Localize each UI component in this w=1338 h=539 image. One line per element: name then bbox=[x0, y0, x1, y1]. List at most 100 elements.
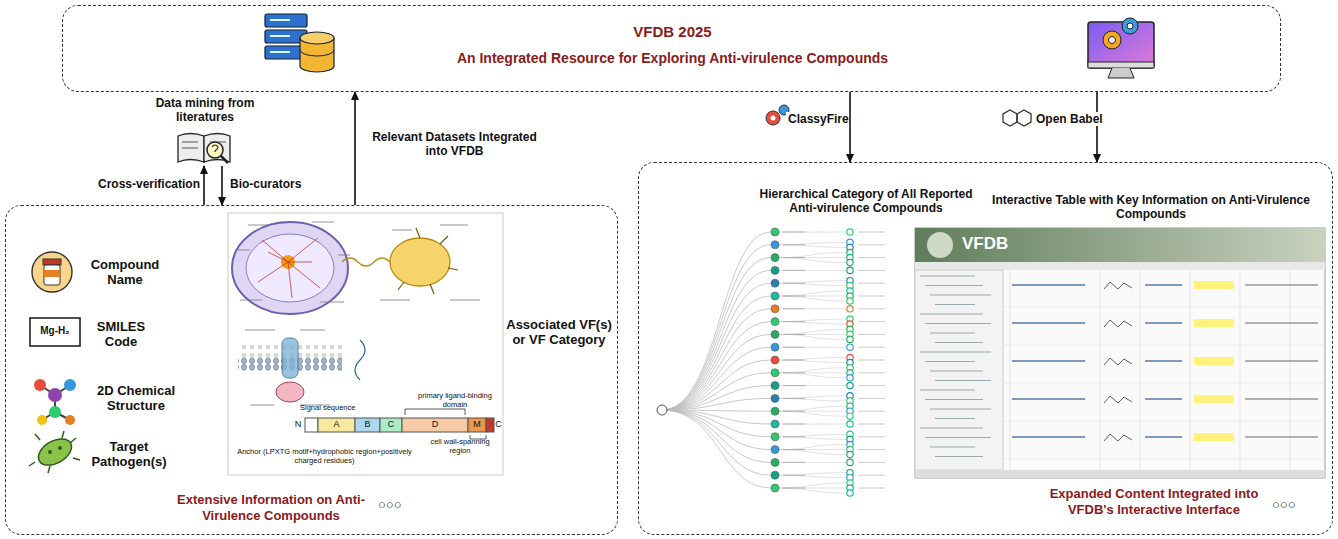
table-column bbox=[1190, 270, 1191, 470]
tree-branch bbox=[779, 281, 846, 284]
tree-branch bbox=[662, 410, 771, 450]
tree-node bbox=[771, 433, 779, 441]
table-screenshot bbox=[915, 228, 1325, 478]
tree-node bbox=[771, 458, 779, 466]
tree-text-stroke bbox=[858, 436, 885, 437]
node-text: Expanded Content Integrated into VFDB's … bbox=[1034, 486, 1274, 517]
field-label: SMILES Code bbox=[86, 320, 156, 350]
tree-branch bbox=[662, 232, 771, 410]
tree-node bbox=[771, 407, 779, 415]
tree-node bbox=[771, 228, 779, 236]
tree-text-stroke bbox=[858, 296, 885, 297]
tree-leaf bbox=[847, 267, 853, 273]
mini-structure bbox=[1104, 320, 1132, 327]
tree-branch bbox=[779, 411, 846, 412]
diagram-label: cell wall-spanning region bbox=[420, 438, 500, 455]
tree-text-stroke bbox=[858, 308, 885, 309]
tree-branch bbox=[779, 437, 846, 440]
panel-row bbox=[935, 304, 975, 305]
tree-branch bbox=[779, 360, 846, 363]
panel-row bbox=[930, 408, 991, 409]
panel-row bbox=[920, 275, 975, 276]
tree-branch bbox=[779, 253, 846, 258]
tree-text-stroke bbox=[858, 360, 885, 361]
tree-leaf bbox=[847, 336, 853, 342]
book-icon bbox=[178, 134, 230, 164]
tree-text-stroke bbox=[783, 347, 805, 348]
table-text-stroke bbox=[1145, 398, 1182, 399]
panel-row bbox=[930, 332, 975, 333]
tree-branch bbox=[662, 360, 771, 410]
tree-leaf bbox=[847, 382, 853, 388]
tree-leaf bbox=[847, 344, 853, 350]
diagram-label: C bbox=[380, 419, 402, 429]
table-column bbox=[1010, 270, 1011, 470]
tree-branch bbox=[779, 424, 846, 425]
tree-text-stroke bbox=[858, 475, 885, 476]
title-text: VFDB 2025 bbox=[63, 23, 1282, 41]
table-text-stroke bbox=[1145, 284, 1182, 285]
tree-text-stroke bbox=[783, 257, 805, 258]
tree-node bbox=[771, 446, 779, 454]
tree-node bbox=[771, 241, 779, 249]
diagram-label: A bbox=[318, 419, 355, 429]
tree-branch bbox=[779, 296, 846, 297]
tree-branch bbox=[662, 322, 771, 410]
tree-text-stroke bbox=[858, 232, 885, 233]
tree-branch bbox=[779, 322, 846, 325]
tree-text-stroke bbox=[783, 244, 805, 245]
flow-arrow bbox=[1096, 92, 1098, 162]
table-text-stroke bbox=[1245, 437, 1318, 438]
tree-branch bbox=[779, 258, 846, 263]
tree-branch bbox=[662, 410, 771, 462]
tree-branch bbox=[779, 232, 846, 233]
tree-branch bbox=[779, 319, 846, 322]
highlight-cell bbox=[1194, 395, 1234, 403]
tree-node bbox=[771, 343, 779, 351]
tree-branch bbox=[779, 358, 846, 361]
tree-text-stroke bbox=[783, 296, 805, 297]
tree-text-stroke bbox=[858, 244, 885, 245]
tree-branch bbox=[779, 449, 846, 450]
panel-row bbox=[930, 370, 983, 371]
panel-row bbox=[935, 456, 983, 457]
tree-branch bbox=[779, 445, 846, 450]
tree-text-stroke bbox=[783, 334, 805, 335]
tree-text-stroke bbox=[858, 347, 885, 348]
tree-text-stroke bbox=[783, 372, 805, 373]
table-text-stroke bbox=[1012, 360, 1085, 361]
tree-branch bbox=[779, 308, 846, 309]
tree-branch bbox=[779, 450, 846, 455]
panel-row bbox=[930, 294, 991, 295]
node-text: An Integrated Resource for Exploring Ant… bbox=[63, 50, 1282, 67]
tree-text-stroke bbox=[858, 385, 885, 386]
tree-leaf bbox=[847, 459, 853, 465]
tree-branch bbox=[779, 406, 846, 411]
table-row bbox=[1003, 459, 1325, 460]
tree-node bbox=[771, 318, 779, 326]
tree-text-stroke bbox=[783, 283, 805, 284]
tree-branch bbox=[662, 347, 771, 410]
node-text: Extensive Information on Anti-Virulence … bbox=[161, 492, 381, 523]
tree-text-stroke bbox=[783, 424, 805, 425]
tree-branch bbox=[662, 398, 771, 410]
tree-branch bbox=[662, 410, 771, 437]
tree-branch bbox=[779, 270, 846, 271]
tree-branch bbox=[779, 488, 846, 493]
header-panel: VFDB 2025 An Integrated Resource for Expl… bbox=[62, 5, 1281, 92]
tree-branch bbox=[779, 242, 846, 245]
node-text: Hierarchical Category of All Reported An… bbox=[756, 187, 976, 216]
tree-text-stroke bbox=[858, 398, 885, 399]
tree-branch bbox=[779, 334, 846, 335]
tree-text-stroke bbox=[783, 321, 805, 322]
field-label: 2D Chemical Structure bbox=[86, 384, 186, 414]
tree-branch bbox=[662, 258, 771, 410]
tree-branch bbox=[662, 410, 771, 488]
tree-branch bbox=[779, 475, 846, 478]
table-column bbox=[1240, 270, 1241, 470]
tree-branch bbox=[779, 291, 846, 296]
tree-leaf bbox=[847, 413, 853, 419]
tree-branch bbox=[779, 483, 846, 488]
panel-row bbox=[920, 427, 983, 428]
edge-label: Bio-curators bbox=[228, 177, 322, 191]
